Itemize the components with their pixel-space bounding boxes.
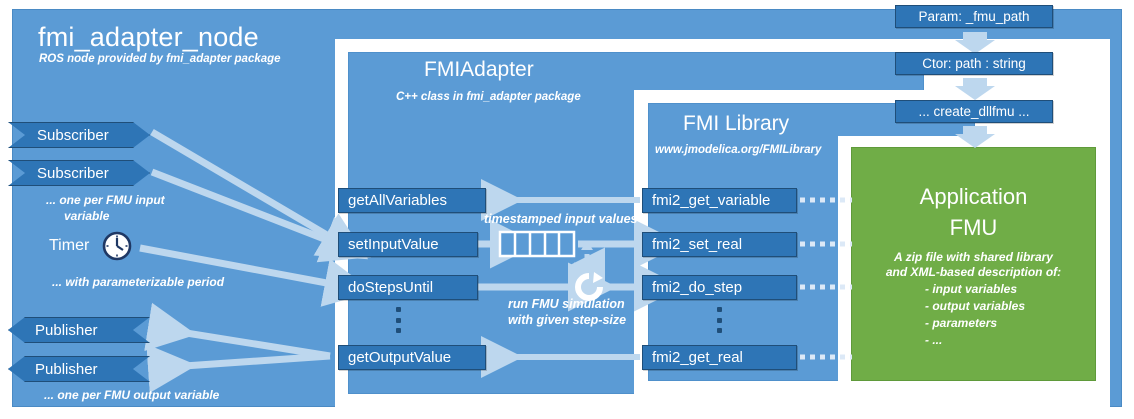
- function-fmi2-get-variable[interactable]: fmi2_get_variable: [642, 188, 797, 213]
- publisher-2[interactable]: Publisher: [8, 356, 150, 382]
- fmu-title-line1: Application: [919, 184, 1028, 209]
- param-fmu-path[interactable]: Param: _fmu_path: [895, 5, 1053, 28]
- fmilibrary-title: FMI Library: [683, 112, 790, 135]
- param-label: ... create_dllfmu ...: [918, 104, 1030, 119]
- publisher-note: ... one per FMU output variable: [44, 388, 220, 402]
- method-setinputvalue[interactable]: setInputValue: [338, 232, 478, 257]
- adapter-ellipsis: [396, 307, 401, 333]
- timer-note: ... with parameterizable period: [52, 275, 225, 289]
- function-fmi2-get-real[interactable]: fmi2_get_real: [642, 345, 797, 370]
- function-label: fmi2_do_step: [652, 279, 743, 296]
- fmiadapter-subtitle: C++ class in fmi_adapter package: [396, 91, 581, 103]
- function-fmi2-do-step[interactable]: fmi2_do_step: [642, 275, 797, 300]
- subscriber-label: Subscriber: [37, 126, 109, 144]
- method-label: setInputValue: [348, 236, 439, 253]
- method-getoutputvalue[interactable]: getOutputValue: [338, 345, 486, 370]
- subscriber-note-line1: ... one per FMU input: [46, 193, 165, 207]
- fmilib-ellipsis: [717, 307, 722, 333]
- fmiadapter-title: FMIAdapter: [424, 58, 534, 81]
- subscriber-2[interactable]: Subscriber: [8, 160, 150, 186]
- fmu-desc-line2: and XML-based description of:: [885, 265, 1062, 279]
- method-label: doStepsUntil: [348, 279, 434, 296]
- fmilibrary-subtitle: www.jmodelica.org/FMILibrary: [655, 144, 822, 156]
- buffer-annotation: timestamped input values: [484, 212, 638, 226]
- fmu-item: - ...: [925, 333, 943, 347]
- param-label: Param: _fmu_path: [918, 9, 1030, 24]
- method-getallvariables[interactable]: getAllVariables: [338, 188, 486, 213]
- ctor-path-string[interactable]: Ctor: path : string: [895, 52, 1053, 75]
- node-subtitle: ROS node provided by fmi_adapter package: [39, 53, 281, 65]
- subscriber-1[interactable]: Subscriber: [8, 122, 150, 148]
- publisher-label: Publisher: [35, 360, 98, 378]
- function-label: fmi2_get_real: [652, 349, 743, 366]
- method-dostepsuntil[interactable]: doStepsUntil: [338, 275, 478, 300]
- function-label: fmi2_set_real: [652, 236, 743, 253]
- fmu-item: - input variables: [925, 282, 1018, 296]
- method-label: getOutputValue: [348, 349, 452, 366]
- page-title: fmi_adapter_node: [38, 22, 259, 52]
- application-fmu-container: [851, 147, 1096, 381]
- fmu-item: - parameters: [925, 316, 998, 330]
- subscriber-note: ... one per FMU input variable: [46, 192, 165, 224]
- method-label: getAllVariables: [348, 192, 447, 209]
- function-fmi2-set-real[interactable]: fmi2_set_real: [642, 232, 797, 257]
- loop-annotation-line1: run FMU simulation: [508, 297, 625, 311]
- fmu-item: - output variables: [925, 299, 1026, 313]
- publisher-1[interactable]: Publisher: [8, 317, 150, 343]
- subscriber-note-line2: variable: [64, 209, 110, 223]
- fmu-title-line2: FMU: [949, 215, 998, 240]
- fmu-desc-line1: A zip file with shared library: [894, 250, 1053, 264]
- param-label: Ctor: path : string: [922, 56, 1026, 71]
- timer-label: Timer: [49, 237, 90, 254]
- loop-annotation-line2: with given step-size: [508, 313, 627, 327]
- function-label: fmi2_get_variable: [652, 192, 771, 209]
- fmu-item-list: - input variables - output variables - p…: [925, 281, 1105, 349]
- subscriber-label: Subscriber: [37, 164, 109, 182]
- publisher-label: Publisher: [35, 321, 98, 339]
- create-dllfmu[interactable]: ... create_dllfmu ...: [895, 100, 1053, 123]
